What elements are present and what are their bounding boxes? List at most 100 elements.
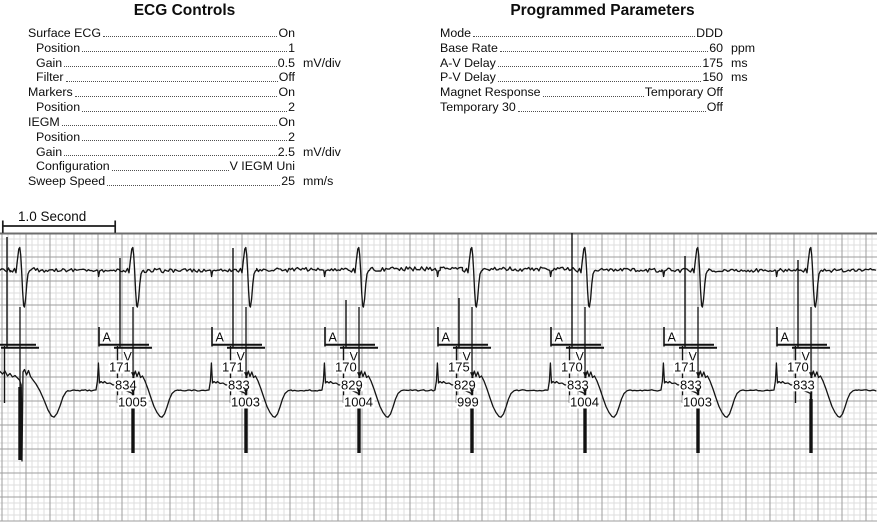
ventricular-marker-label: V <box>802 350 811 364</box>
interval-value: 1004 <box>570 395 599 410</box>
param-unit: ms <box>731 70 748 85</box>
param-value: V IEGM Uni <box>229 159 295 174</box>
dot-leader <box>82 110 288 112</box>
dot-leader <box>542 95 644 97</box>
param-value: 150 <box>702 70 723 85</box>
dot-leader <box>61 125 278 127</box>
v-pace-spike-bar <box>809 399 813 453</box>
param-unit: ms <box>731 55 748 70</box>
interval-value: 170 <box>335 360 357 375</box>
param-label: IEGM <box>28 114 60 129</box>
interval-value: 834 <box>115 377 137 392</box>
dot-leader <box>82 140 288 142</box>
ventricular-marker-label: V <box>350 350 359 364</box>
param-label: Gain <box>36 144 63 159</box>
ecg-grid <box>0 232 877 522</box>
atrial-marker-label: A <box>668 331 677 345</box>
param-row: IEGM On <box>28 114 341 129</box>
param-row: A-V Delay 175 ms <box>440 55 765 70</box>
param-value: 2 <box>288 129 295 144</box>
interval-value: 1005 <box>118 395 147 410</box>
interval-value: 829 <box>341 377 363 392</box>
param-label: A-V Delay <box>440 55 496 70</box>
interval-value: 833 <box>567 377 589 392</box>
interval-value: 1004 <box>344 395 373 410</box>
atrial-marker-label: A <box>329 331 338 345</box>
time-scale-label: 1.0 Second <box>18 209 87 224</box>
interval-value: 171 <box>109 360 131 375</box>
param-label: Mode <box>440 25 471 40</box>
interval-value: 175 <box>448 360 470 375</box>
ecg-controls-title: ECG Controls <box>133 2 236 19</box>
ventricular-marker-label: V <box>463 350 472 364</box>
ventricular-marker-label: V <box>689 350 698 364</box>
interval-arrow <box>583 389 587 394</box>
marker-channel: AV1718341005AV1718331003AV1708291004AV17… <box>0 233 830 460</box>
param-label: Configuration <box>36 159 110 174</box>
dot-leader <box>473 36 696 38</box>
atrial-marker-label: A <box>555 331 564 345</box>
interval-value: 833 <box>228 377 250 392</box>
interval-value: 1003 <box>231 395 260 410</box>
param-value: On <box>278 114 295 129</box>
v-pace-spike-bar <box>18 387 22 460</box>
v-pace-spike-bar <box>583 399 587 453</box>
param-value: 175 <box>702 55 723 70</box>
param-label: Base Rate <box>440 40 498 55</box>
interval-arrow <box>470 389 474 394</box>
interval-arrow <box>696 372 700 377</box>
dot-leader <box>107 184 281 186</box>
interval-arrow <box>131 372 135 377</box>
param-value: Off <box>706 100 723 115</box>
dot-leader <box>497 80 702 82</box>
dot-leader <box>111 169 229 171</box>
dot-leader <box>74 95 278 97</box>
interval-value: 829 <box>454 377 476 392</box>
param-label: Sweep Speed <box>28 174 106 189</box>
v-pace-spike-bar <box>357 399 361 453</box>
dot-leader <box>499 51 709 53</box>
interval-value: 171 <box>222 360 244 375</box>
v-pace-spike-bar <box>131 399 135 453</box>
param-label: Gain <box>36 55 63 70</box>
interval-arrow <box>357 389 361 394</box>
atrial-marker-label: A <box>781 331 790 345</box>
ventricular-marker-label: V <box>576 350 585 364</box>
beat-marker-group <box>0 237 39 460</box>
param-value: 2 <box>288 100 295 115</box>
param-label: Markers <box>28 85 73 100</box>
interval-value: 833 <box>793 377 815 392</box>
v-pace-spike-bar <box>470 399 474 453</box>
iegm-trace <box>0 362 877 462</box>
v-pace-spike-bar <box>244 399 248 453</box>
programmed-parameters-title: Programmed Parameters <box>510 2 695 19</box>
param-label: Magnet Response <box>440 85 541 100</box>
param-label: Temporary 30 <box>440 100 516 115</box>
param-label: Filter <box>36 70 64 85</box>
interval-arrow <box>809 372 813 377</box>
param-value: Temporary Off <box>644 85 723 100</box>
atrial-marker-label: A <box>103 331 112 345</box>
param-value: 2.5 <box>277 144 295 159</box>
param-row: Temporary 30 Off <box>440 99 765 114</box>
param-value: 60 <box>709 40 723 55</box>
dot-leader <box>64 66 277 68</box>
param-value: 25 <box>281 174 295 189</box>
atrial-marker-label: A <box>216 331 225 345</box>
param-row: Configuration V IEGM Uni <box>28 159 341 174</box>
dot-leader <box>82 51 288 53</box>
time-scale-bar <box>1 220 117 233</box>
